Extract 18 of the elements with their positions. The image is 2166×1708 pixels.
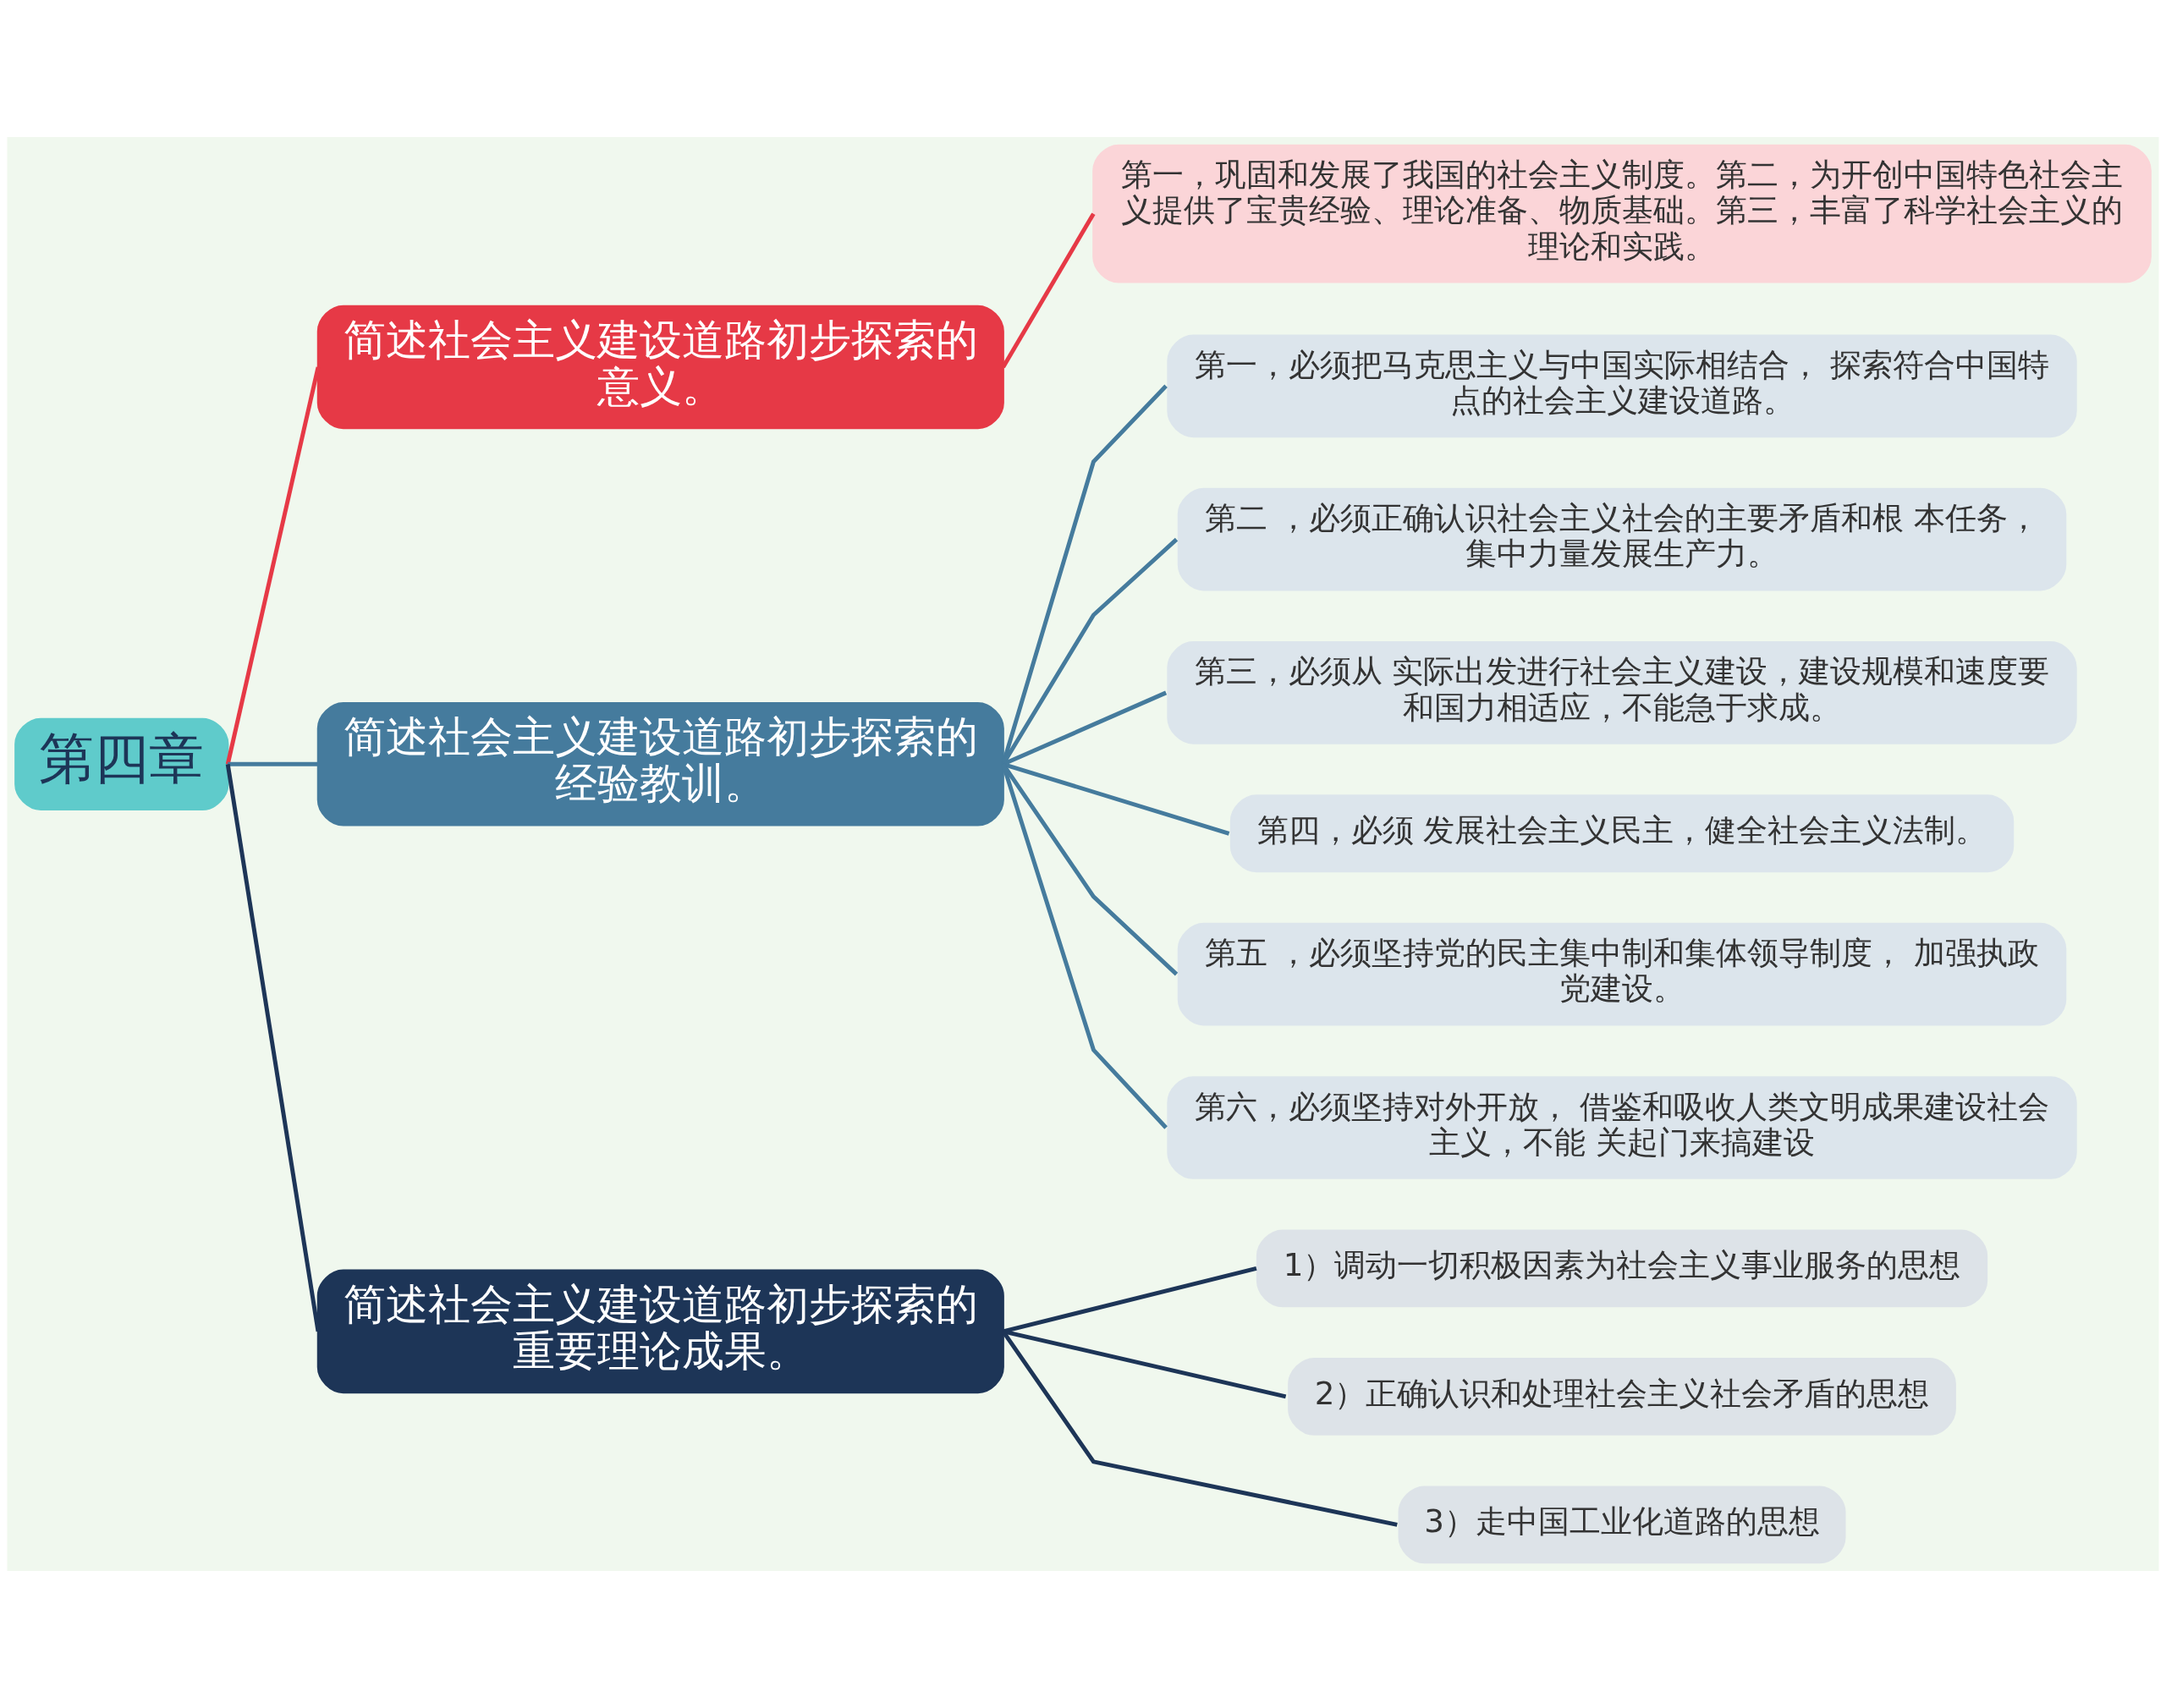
node-box: 简述社会主义建设道路初步探索的意义。 [316,305,1004,430]
node-box: 1）调动一切积极因素为社会主义事业服务的思想 [1256,1229,1988,1308]
connector [1001,1330,1398,1527]
node-box: 3）走中国工业化道路的思想 [1398,1486,1846,1564]
node-box: 第三，必须从 实际出发进行社会主义建设，建设规模和速度要和国力相适应，不能急于求成。 [1167,641,2077,744]
node-box: 第一，必须把马克思主义与中国实际相结合， 探索符合中国特点的社会主义建设道路。 [1167,334,2077,438]
node-box: 第六，必须坚持对外开放， 借鉴和吸收人类文明成果建设社会主义，不能 关起门来搞建设 [1167,1076,2077,1179]
node-box: 第二 ，必须正确认识社会主义社会的主要矛盾和根 本任务，集中力量发展生产力。 [1177,487,2067,591]
connector [1003,1266,1257,1334]
node-box: 第一，巩固和发展了我国的社会主义制度。第二，为开创中国特色社会主义提供了宝贵经验、理论准备、物质基础。第三，丰富了科学社会主义的理论和实践。 [1092,144,2152,283]
connector [1001,384,1168,766]
node-box: 第五 ，必须坚持党的民主集中制和集体领导制度， 加强执政党建设。 [1177,922,2067,1026]
connector [228,761,318,766]
node-box: 第四，必须 发展社会主义民主，健全社会主义法制。 [1229,794,2015,873]
node-box: 第四章 [14,717,229,810]
node-box: 简述社会主义建设道路初步探索的经验教训。 [316,702,1004,827]
node-box: 简述社会主义建设道路初步探索的重要理论成果。 [316,1269,1004,1394]
connector [1001,212,1096,369]
